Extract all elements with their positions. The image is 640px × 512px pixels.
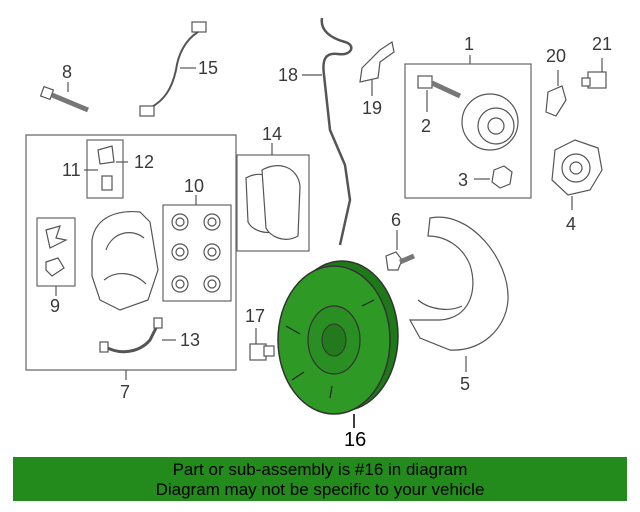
callout-19: 19 — [362, 98, 382, 118]
brake-hose-part-13[interactable] — [99, 317, 176, 354]
brake-rotor-part-16[interactable] — [277, 260, 399, 428]
callout-15: 15 — [198, 58, 218, 78]
seal-kit-box — [162, 204, 232, 302]
speed-sensor-part-20[interactable] — [545, 70, 567, 117]
pad-group-box — [236, 154, 310, 252]
caliper-group-box — [25, 134, 237, 371]
callout-16: 16 — [344, 429, 366, 451]
hub-group-box — [404, 63, 532, 199]
clips-part-9[interactable] — [45, 225, 68, 296]
callout-1: 1 — [464, 34, 474, 54]
callout-21: 21 — [592, 34, 612, 54]
bolt-part-8[interactable] — [39, 82, 89, 113]
bolt-part-17[interactable] — [249, 328, 275, 361]
wear-sensor-part-15[interactable] — [139, 21, 207, 117]
callout-11: 11 — [62, 160, 81, 180]
banner-line-1: Part or sub-assembly is #16 in diagram — [172, 460, 468, 479]
caliper-part-7[interactable] — [91, 211, 159, 380]
callout-17: 17 — [245, 306, 265, 326]
nut-part-3[interactable] — [474, 165, 513, 189]
hub-flange-part-4[interactable] — [551, 139, 603, 210]
callout-3: 3 — [458, 170, 468, 190]
dust-shield-part-5[interactable] — [408, 216, 509, 372]
brake-pads-part-14[interactable] — [245, 143, 301, 240]
banner-line-2: Diagram may not be specific to your vehi… — [155, 480, 485, 499]
bolt-part-6[interactable] — [385, 230, 415, 271]
callout-8: 8 — [62, 62, 72, 82]
bleeder-part-11-12[interactable] — [84, 145, 128, 191]
callout-4: 4 — [566, 214, 576, 234]
seal-kit-part-10[interactable] — [171, 195, 221, 293]
callout-2: 2 — [421, 116, 431, 136]
callout-9: 9 — [50, 296, 60, 316]
hub-part-1[interactable] — [461, 93, 519, 151]
callout-13: 13 — [180, 330, 200, 350]
callout-20: 20 — [546, 46, 566, 66]
callout-5: 5 — [460, 374, 470, 394]
callout-14: 14 — [262, 124, 282, 144]
info-banner: Part or sub-assembly is #16 in diagram D… — [13, 457, 627, 501]
bolt-part-2[interactable] — [417, 75, 462, 112]
callout-7: 7 — [120, 382, 130, 402]
bleeder-box — [86, 139, 124, 199]
bracket-part-19[interactable] — [359, 41, 395, 96]
plug-part-21[interactable] — [581, 58, 607, 89]
callout-6: 6 — [391, 210, 401, 230]
brake-line-part-18[interactable] — [302, 17, 353, 246]
callout-18: 18 — [278, 65, 298, 85]
parts-diagram: 1 2 3 4 5 6 7 8 9 10 11 12 13 14 15 16 1… — [25, 17, 612, 451]
callout-12: 12 — [134, 152, 154, 172]
callout-10: 10 — [184, 176, 204, 196]
